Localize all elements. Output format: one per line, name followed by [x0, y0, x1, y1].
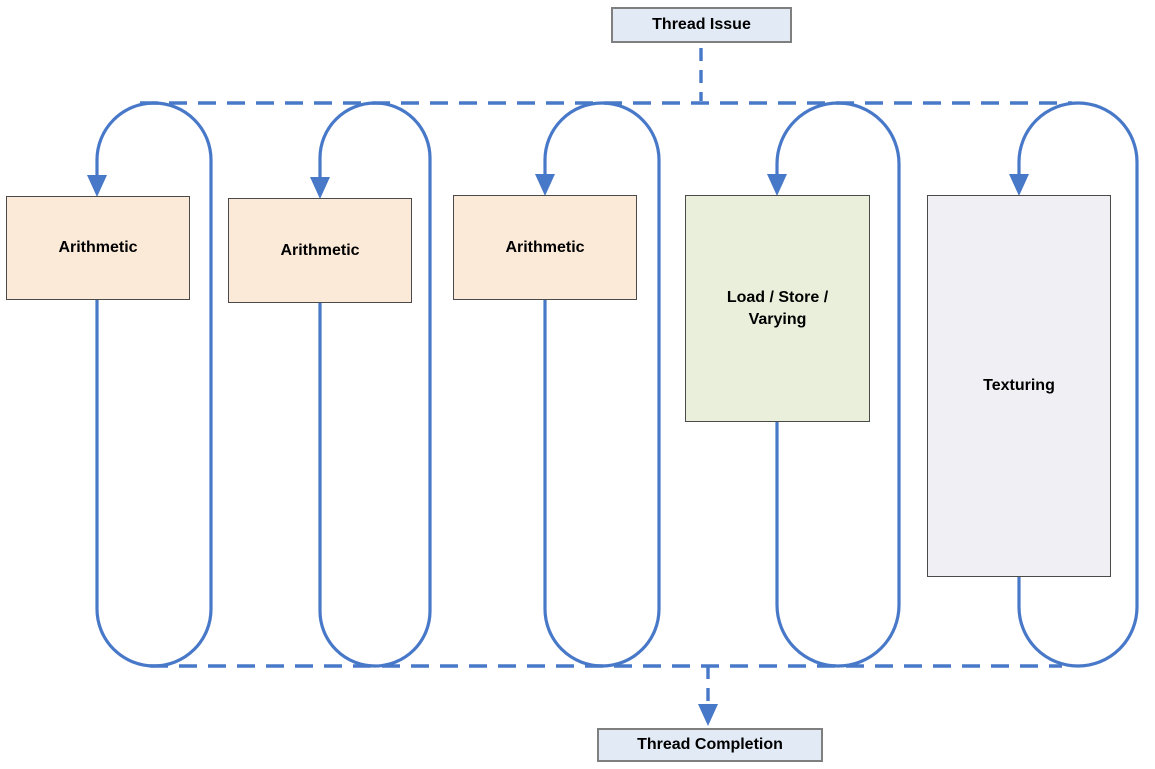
unit-label-load-store-varying: Load / Store / Varying: [726, 288, 829, 328]
loop-arrow-load-store: [775, 101, 901, 668]
unit-box-load-store-varying: Load / Store / Varying: [685, 195, 870, 422]
unit-label-arithmetic-1: Arithmetic: [58, 239, 138, 257]
loop-arrowhead-arithmetic-1: [87, 175, 107, 197]
loop-arrow-arithmetic-1: [95, 101, 213, 668]
thread-completion-label: Thread Completion: [637, 736, 783, 754]
unit-box-arithmetic-2: Arithmetic: [228, 198, 412, 303]
completion-arrowhead-icon: [698, 704, 718, 726]
unit-label-arithmetic-2: Arithmetic: [280, 241, 360, 259]
thread-completion-box: Thread Completion: [597, 728, 823, 762]
thread-issue-box: Thread Issue: [611, 7, 792, 43]
loop-arrow-texturing: [1017, 101, 1139, 668]
loop-arrow-arithmetic-2: [318, 101, 432, 668]
loop-arrowhead-texturing: [1009, 174, 1029, 196]
unit-label-texturing: Texturing: [983, 377, 1055, 395]
loop-arrow-arithmetic-3: [543, 101, 661, 668]
loop-arrowhead-arithmetic-2: [310, 177, 330, 199]
loop-arrowhead-load-store: [767, 174, 787, 196]
unit-box-texturing: Texturing: [927, 195, 1111, 577]
unit-label-arithmetic-3: Arithmetic: [505, 238, 585, 256]
unit-box-arithmetic-3: Arithmetic: [453, 195, 637, 300]
thread-issue-label: Thread Issue: [652, 16, 751, 34]
unit-box-arithmetic-1: Arithmetic: [6, 196, 190, 300]
loop-arrowhead-arithmetic-3: [535, 174, 555, 196]
